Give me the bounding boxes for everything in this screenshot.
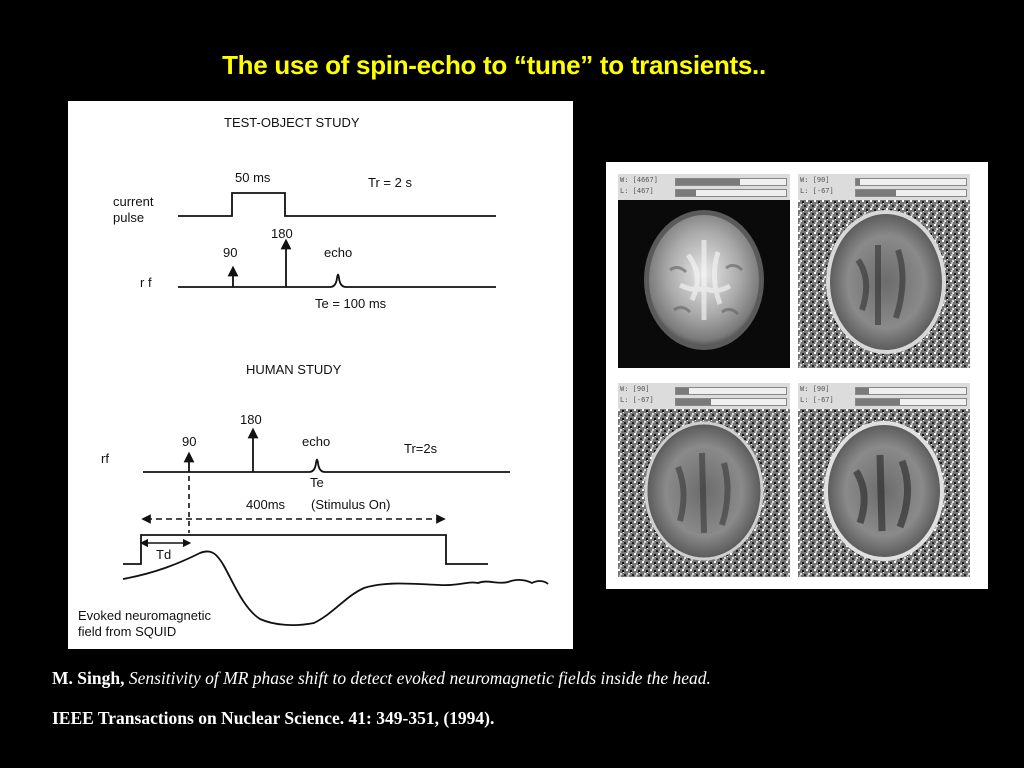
level-value: L: [-67] [800, 187, 834, 195]
window-meter [855, 387, 967, 395]
test-object-heading: TEST-OBJECT STUDY [224, 115, 360, 130]
window-meter [855, 178, 967, 186]
window-level-bar: W: [90] L: [-67] [798, 174, 970, 200]
test-tr-label: Tr = 2 s [368, 175, 412, 190]
window-level-bar: W: [90] L: [-67] [618, 383, 790, 409]
reference-author: M. Singh, [52, 668, 125, 688]
test-180-label: 180 [271, 226, 293, 241]
level-meter [855, 398, 967, 406]
test-rf-baseline [178, 273, 496, 288]
reference-citation: M. Singh, Sensitivity of MR phase shift … [52, 668, 711, 689]
level-meter [675, 398, 787, 406]
stimulus-label: (Stimulus On) [311, 497, 390, 512]
level-value: L: [467] [620, 187, 654, 195]
reference-paper-title: Sensitivity of MR phase shift to detect … [128, 668, 711, 688]
pulse-width-label: 50 ms [235, 170, 271, 185]
phase-image-1 [798, 200, 970, 368]
mri-cell-phase-3: W: [90] L: [-67] 7-8 [798, 383, 970, 577]
level-meter [675, 189, 787, 197]
level-value: L: [-67] [800, 396, 834, 404]
mri-cell-phase-2: W: [90] L: [-67] 6-8 [618, 383, 790, 577]
window-meter [675, 178, 787, 186]
squid-field-trace [122, 550, 549, 626]
window-value: W: [4667] [620, 176, 658, 184]
brain-magnitude-image [618, 200, 790, 368]
human-rf-label: rf [101, 451, 109, 466]
human-study-heading: HUMAN STUDY [246, 362, 342, 377]
test-rf-label: r f [140, 275, 152, 290]
pulse-sequence-diagram: TEST-OBJECT STUDY 50 ms Tr = 2 s current… [68, 101, 573, 649]
window-value: W: [90] [800, 176, 830, 184]
td-label: Td [156, 547, 171, 562]
current-pulse-label-2: pulse [113, 210, 144, 225]
current-pulse-label-1: current [113, 194, 154, 209]
level-meter [855, 189, 967, 197]
human-te-label: Te [310, 475, 324, 490]
human-tr-label: Tr=2s [404, 441, 438, 456]
reference-journal: IEEE Transactions on Nuclear Science. 41… [52, 708, 495, 728]
field-label-2: field from SQUID [78, 624, 176, 639]
human-90-label: 90 [182, 434, 196, 449]
human-echo-label: echo [302, 434, 330, 449]
level-value: L: [-67] [620, 396, 654, 404]
phase-image-2 [618, 409, 790, 577]
human-rf-baseline [143, 458, 510, 473]
window-level-bar: W: [90] L: [-67] [798, 383, 970, 409]
window-level-bar: W: [4667] L: [467] [618, 174, 790, 200]
timing-diagram-svg: TEST-OBJECT STUDY 50 ms Tr = 2 s current… [78, 115, 549, 639]
slide-title: The use of spin-echo to “tune” to transi… [222, 50, 766, 80]
phase-image-3 [798, 409, 970, 577]
human-180-label: 180 [240, 412, 262, 427]
stimulus-waveform [123, 534, 488, 565]
mri-phase-images-panel: W: [4667] L: [467] W: [90] L: [-67] [606, 162, 988, 589]
mri-cell-magnitude: W: [4667] L: [467] [618, 174, 790, 368]
test-echo-label: echo [324, 245, 352, 260]
current-pulse-waveform [178, 192, 496, 217]
test-90-label: 90 [223, 245, 237, 260]
mri-cell-phase-1: W: [90] L: [-67] [798, 174, 970, 368]
window-meter [675, 387, 787, 395]
duration-label: 400ms [246, 497, 286, 512]
window-value: W: [90] [620, 385, 650, 393]
field-label-1: Evoked neuromagnetic [78, 608, 211, 623]
test-te-label: Te = 100 ms [315, 296, 387, 311]
window-value: W: [90] [800, 385, 830, 393]
